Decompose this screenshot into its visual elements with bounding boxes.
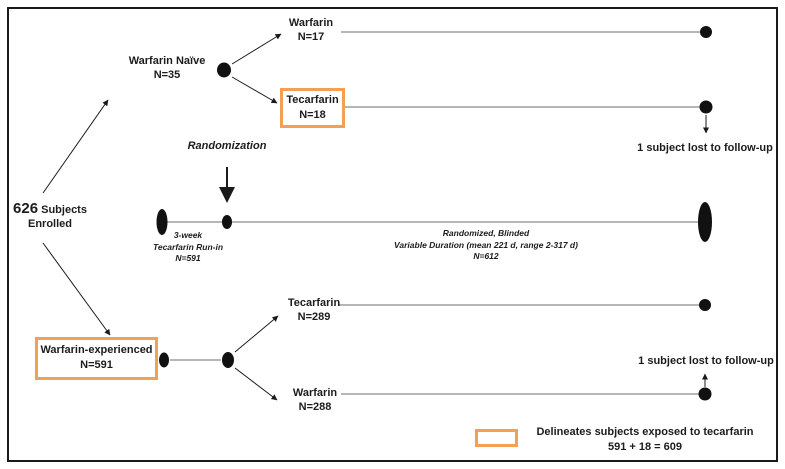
naive-warfarin-title: Warfarin <box>288 17 334 29</box>
exp-warfarin-title: Warfarin <box>292 387 338 399</box>
warfarin-naive-title: Warfarin Naïve <box>128 55 206 67</box>
lost-followup-bottom: 1 subject lost to follow-up <box>638 355 774 367</box>
figure-border <box>7 7 778 462</box>
legend-text: Delineates subjects exposed to tecarfari… <box>536 425 753 455</box>
naive-warfarin-n: N=17 <box>297 31 325 43</box>
warfarin-experienced-box: Warfarin-experienced N=591 <box>35 337 158 380</box>
exp-warfarin-n: N=288 <box>298 401 332 413</box>
enrolled-subjects: Subjects <box>41 204 87 216</box>
runin-line2: Tecarfarin Run-in <box>152 241 224 252</box>
naive-tecarfarin-n: N=18 <box>299 109 326 121</box>
warfarin-experienced-n: N=591 <box>80 359 113 371</box>
blinded-phase-label: Randomized, Blinded Variable Duration (m… <box>394 228 578 263</box>
blinded-line1: Randomized, Blinded <box>442 228 530 238</box>
runin-label: 3-week Tecarfarin Run-in N=591 <box>153 230 223 265</box>
enrolled-count: 626 <box>13 200 39 217</box>
randomization-label: Randomization <box>187 140 267 152</box>
naive-tecarfarin-title: Tecarfarin <box>286 94 339 106</box>
enrolled-label: 626 Subjects Enrolled <box>13 200 87 231</box>
exp-tecarfarin-label: Tecarfarin N=289 <box>288 296 340 324</box>
lost-followup-top: 1 subject lost to follow-up <box>637 142 773 154</box>
exp-tecarfarin-title: Tecarfarin <box>287 297 341 309</box>
naive-warfarin-label: Warfarin N=17 <box>289 16 333 44</box>
runin-line3: N=591 <box>175 253 201 263</box>
naive-tecarfarin-box: Tecarfarin N=18 <box>280 88 345 128</box>
blinded-line2: Variable Duration (mean 221 d, range 2-3… <box>394 239 578 250</box>
exp-warfarin-label: Warfarin N=288 <box>293 386 337 414</box>
legend-orange-box-swatch <box>475 429 518 447</box>
warfarin-naive-n: N=35 <box>153 69 181 81</box>
warfarin-naive-label: Warfarin Naïve N=35 <box>129 54 206 82</box>
warfarin-experienced-title: Warfarin-experienced <box>40 344 153 356</box>
exp-tecarfarin-n: N=289 <box>297 311 331 323</box>
legend-sum: 591 + 18 = 609 <box>607 441 682 453</box>
runin-line1: 3-week <box>173 230 203 240</box>
blinded-line3: N=612 <box>473 251 499 261</box>
legend-description: Delineates subjects exposed to tecarfari… <box>536 426 754 438</box>
enrolled-line2: Enrolled <box>27 218 73 230</box>
